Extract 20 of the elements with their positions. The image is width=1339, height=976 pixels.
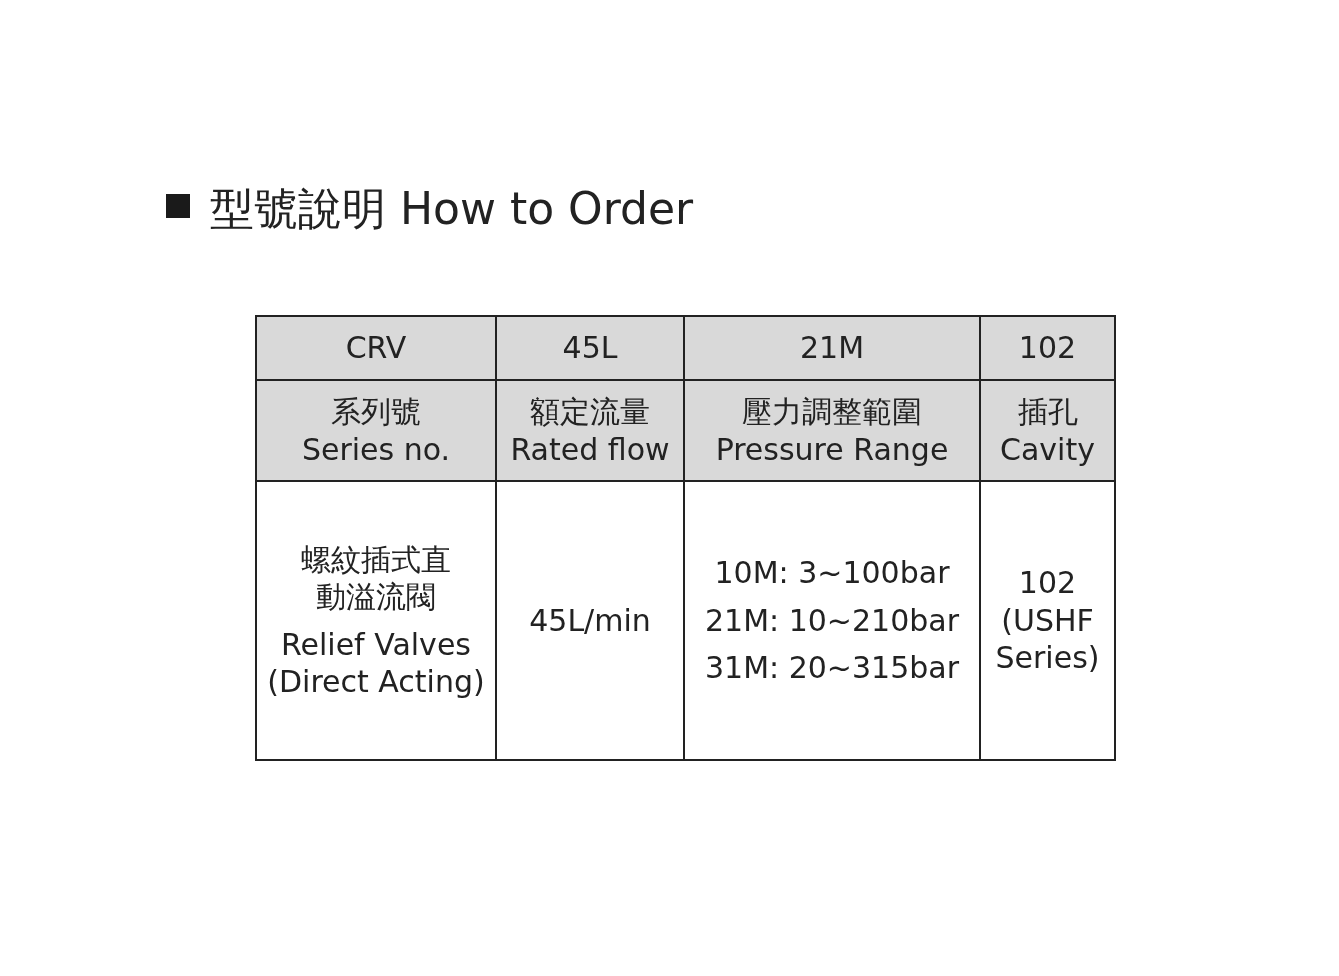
column-heading: 102: [1017, 329, 1078, 367]
column-heading: 45L: [561, 329, 619, 367]
column-heading: CRV: [344, 329, 408, 367]
spec-text: 31M: 20~315bar: [703, 649, 960, 687]
column-heading: 額定流量: [529, 393, 651, 431]
spec-text: 102 (USHF Series): [994, 564, 1101, 677]
column-heading: Series no.: [300, 430, 452, 468]
spec-text: 螺紋插式直動溢流閥: [300, 540, 452, 616]
spec-text: 10M: 3~100bar: [713, 554, 951, 592]
spec-text: Relief Valves (Direct Acting): [266, 625, 486, 701]
column-heading: Cavity: [999, 430, 1096, 468]
column-heading: 21M: [798, 329, 866, 367]
column-heading: Rated flow: [509, 430, 671, 468]
column-heading: 系列號: [330, 393, 422, 431]
spec-text: 45L/min: [528, 601, 652, 640]
column-heading: Pressure Range: [714, 430, 950, 468]
column-heading: 壓力調整範圍: [741, 393, 923, 431]
spec-text: 21M: 10~210bar: [703, 601, 960, 640]
column-heading: 插孔: [1016, 393, 1079, 431]
page-title: 型號說明 How to Order: [210, 182, 694, 236]
